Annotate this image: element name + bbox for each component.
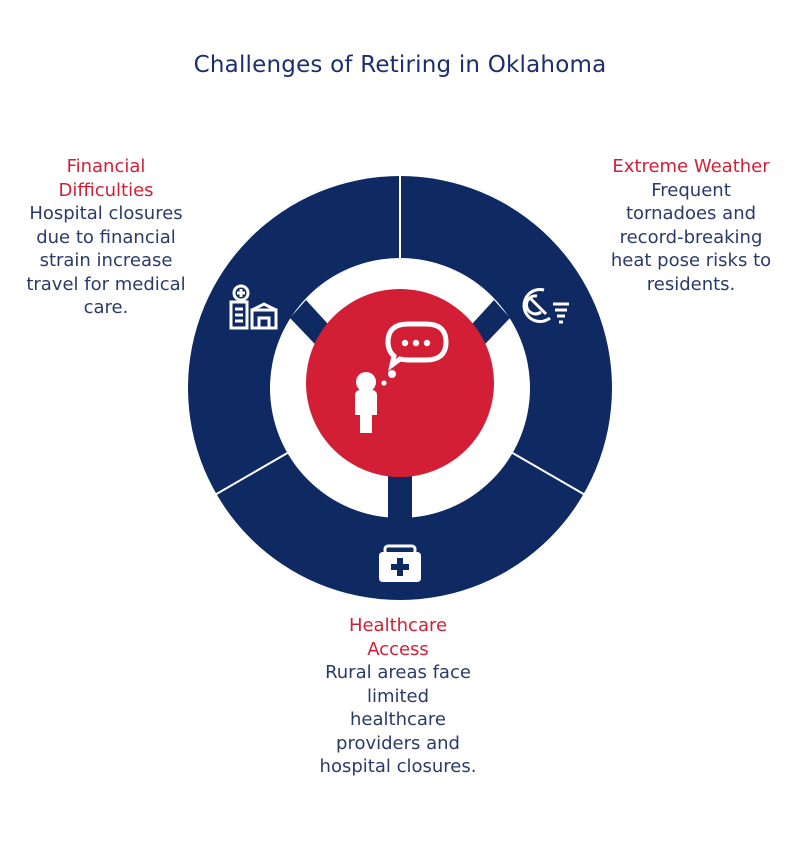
diagram-title: Challenges of Retiring in Oklahoma (193, 52, 607, 78)
callout-financial-difficulties: Financial Difficulties Hospital closures… (20, 155, 192, 320)
healthcare-description: Rural areas face limited healthcare prov… (319, 662, 477, 777)
tornado-satellite-icon (522, 288, 569, 324)
person-thinking-icon (355, 321, 449, 433)
medical-kit-icon (379, 544, 421, 582)
callout-healthcare-access: Healthcare Access Rural areas face limit… (318, 614, 478, 779)
center-circle (306, 289, 494, 477)
callout-extreme-weather: Extreme Weather Frequent tornadoes and r… (606, 155, 776, 296)
financial-description: Hospital closures due to financial strai… (26, 203, 186, 318)
financial-heading: Financial Difficulties (58, 156, 154, 201)
segment-dividers (214, 175, 586, 496)
weather-description: Frequent tornadoes and record-breaking h… (610, 179, 772, 295)
healthcare-heading: Healthcare Access (348, 615, 448, 660)
hospital-building-icon (229, 284, 278, 330)
weather-heading: Extreme Weather (612, 156, 770, 177)
